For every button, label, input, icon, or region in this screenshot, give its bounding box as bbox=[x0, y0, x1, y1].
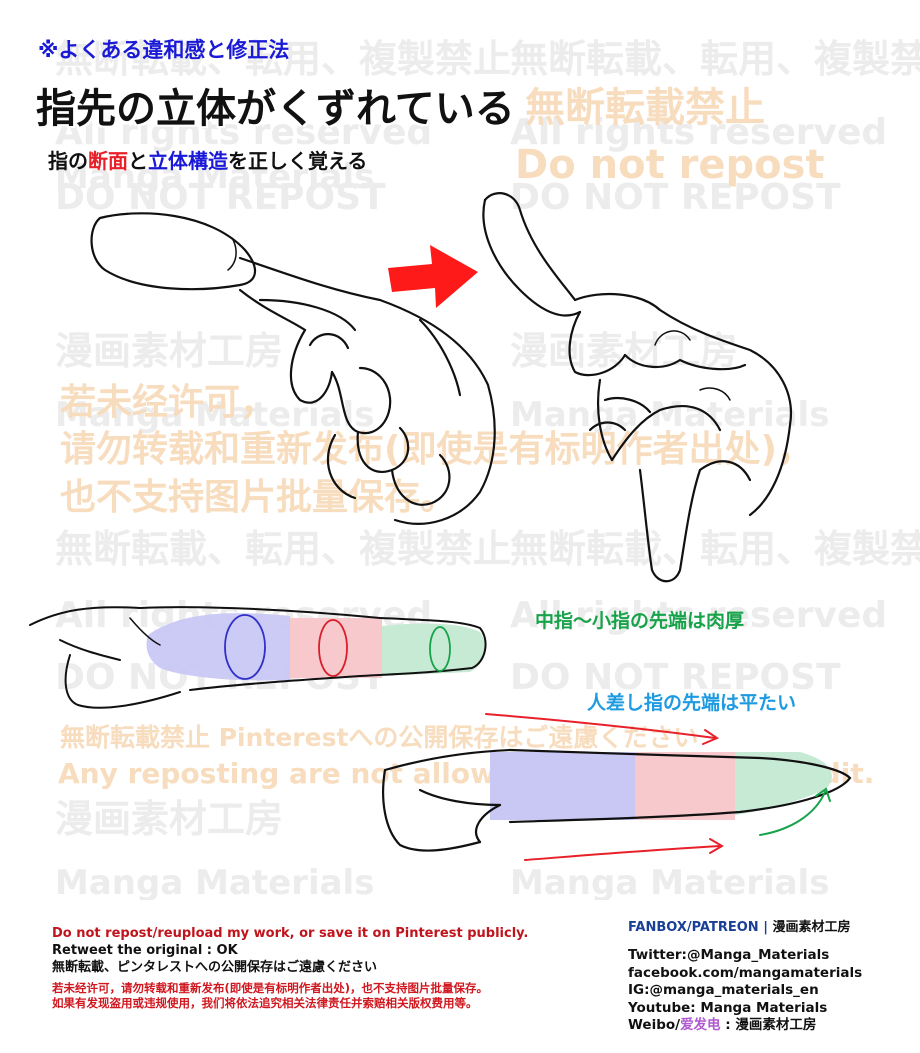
watermark-cn-line3: 也不支持图片批量保存。 bbox=[60, 477, 457, 518]
subtitle-part3: を正しく覚える bbox=[228, 149, 368, 173]
label-middle-to-little: 中指〜小指の先端は肉厚 bbox=[535, 610, 745, 632]
watermark-do-not-repost: DO NOT REPOST bbox=[510, 177, 841, 218]
watermark-studio: 漫画素材工房 bbox=[55, 329, 284, 373]
instagram-link[interactable]: IG:@manga_materials_en bbox=[628, 982, 819, 999]
facebook-link[interactable]: facebook.com/mangamaterials bbox=[628, 964, 863, 981]
notice-cn2: 如果有发现盗用或违规使用，我们将依法追究相关法律责任并索赔相关版权费用等。 bbox=[52, 995, 478, 1010]
weibo-suffix: : 漫画素材工房 bbox=[720, 1017, 817, 1034]
watermark-prohibit: 無断転載、転用、複製禁止 bbox=[55, 37, 512, 81]
watermark-prohibit-peach: 無断転載禁止 bbox=[525, 85, 765, 131]
subtitle-blue: 立体構造 bbox=[148, 149, 228, 173]
watermark-prohibit: 無断転載、転用、複製禁止 bbox=[510, 527, 920, 571]
youtube-link[interactable]: Youtube: Manga Materials bbox=[628, 999, 828, 1016]
watermark-do-not-repost-peach: Do not repost bbox=[515, 142, 825, 188]
watermark-cn-line2: 请勿转载和重新发布(即使是有标明作者出处)， bbox=[60, 429, 813, 470]
watermark-manga-materials: Manga Materials bbox=[55, 157, 375, 197]
weibo-prefix: Weibo/ bbox=[628, 1017, 681, 1034]
fanbox-sep: | bbox=[758, 920, 773, 935]
watermark-studio: 漫画素材工房 bbox=[55, 797, 284, 841]
watermark-manga-materials: Manga Materials bbox=[55, 395, 375, 435]
hand-wrong-sketch bbox=[90, 212, 496, 525]
hand-correct-sketch bbox=[482, 192, 793, 583]
fanbox-link[interactable]: FANBOX/PATREON bbox=[628, 920, 759, 935]
watermark-cn-line1: 若未经许可， bbox=[60, 382, 277, 423]
notice-jp: 無断転載、ピンタレストへの公開保存はご遠慮ください bbox=[52, 959, 378, 975]
watermark-manga-materials: Manga Materials bbox=[510, 863, 830, 903]
finger-sections-thick bbox=[29, 606, 487, 709]
watermark-do-not-repost: DO NOT REPOST bbox=[510, 657, 841, 698]
notice-cn1: 若未经许可，请勿转载和重新发布(即使是有标明作者出处)，也不支持图片批量保存。 bbox=[52, 980, 489, 995]
header-tag: ※よくある違和感と修正法 bbox=[38, 38, 290, 62]
watermark-prohibit: 無断転載、転用、複製禁止 bbox=[55, 527, 512, 571]
finger-sections-flat bbox=[382, 713, 852, 861]
subtitle-part2: と bbox=[128, 149, 148, 173]
fanbox-name: 漫画素材工房 bbox=[772, 920, 851, 935]
watermark-manga-materials: Manga Materials bbox=[55, 863, 375, 903]
subtitle-red: 断面 bbox=[88, 149, 128, 173]
correction-arrow-icon bbox=[388, 245, 478, 308]
watermark-pinterest: 無断転載禁止 Pinterestへの公開保存はご遠慮ください bbox=[60, 723, 699, 752]
watermark-rights: All rights reserved bbox=[510, 112, 888, 153]
twitter-link[interactable]: Twitter:@Manga_Materials bbox=[628, 947, 830, 963]
watermark-prohibit: 無断転載、転用、複製禁止 bbox=[510, 37, 920, 81]
notice-en: Do not repost/reupload my work, or save … bbox=[52, 926, 529, 941]
subtitle-part1: 指の bbox=[48, 149, 88, 173]
watermark-rights: All rights reserved bbox=[510, 595, 888, 636]
watermark-do-not-repost: DO NOT REPOST bbox=[55, 177, 386, 218]
weibo-purple: 爱发电 bbox=[680, 1017, 721, 1034]
weibo-line[interactable]: Weibo/爱发电 : 漫画素材工房 bbox=[628, 1017, 862, 1035]
fanbox-line: FANBOX/PATREON | 漫画素材工房 bbox=[628, 916, 862, 935]
watermark-manga-materials: Manga Materials bbox=[510, 395, 830, 435]
footer: Do not repost/reupload my work, or save … bbox=[0, 900, 920, 1053]
subtitle: 指の断面と立体構造を正しく覚える bbox=[48, 145, 367, 174]
footer-notices: Do not repost/reupload my work, or save … bbox=[52, 926, 528, 1011]
watermark-studio: 漫画素材工房 bbox=[510, 329, 739, 373]
label-index-flat: 人差し指の先端は平たい bbox=[587, 692, 797, 714]
watermark-rights: All rights reserved bbox=[55, 112, 433, 153]
page-title: 指先の立体がくずれている bbox=[36, 86, 515, 132]
notice-retweet: Retweet the original : OK bbox=[52, 942, 238, 958]
footer-links: FANBOX/PATREON | 漫画素材工房 Twitter:@Manga_M… bbox=[628, 916, 862, 1035]
